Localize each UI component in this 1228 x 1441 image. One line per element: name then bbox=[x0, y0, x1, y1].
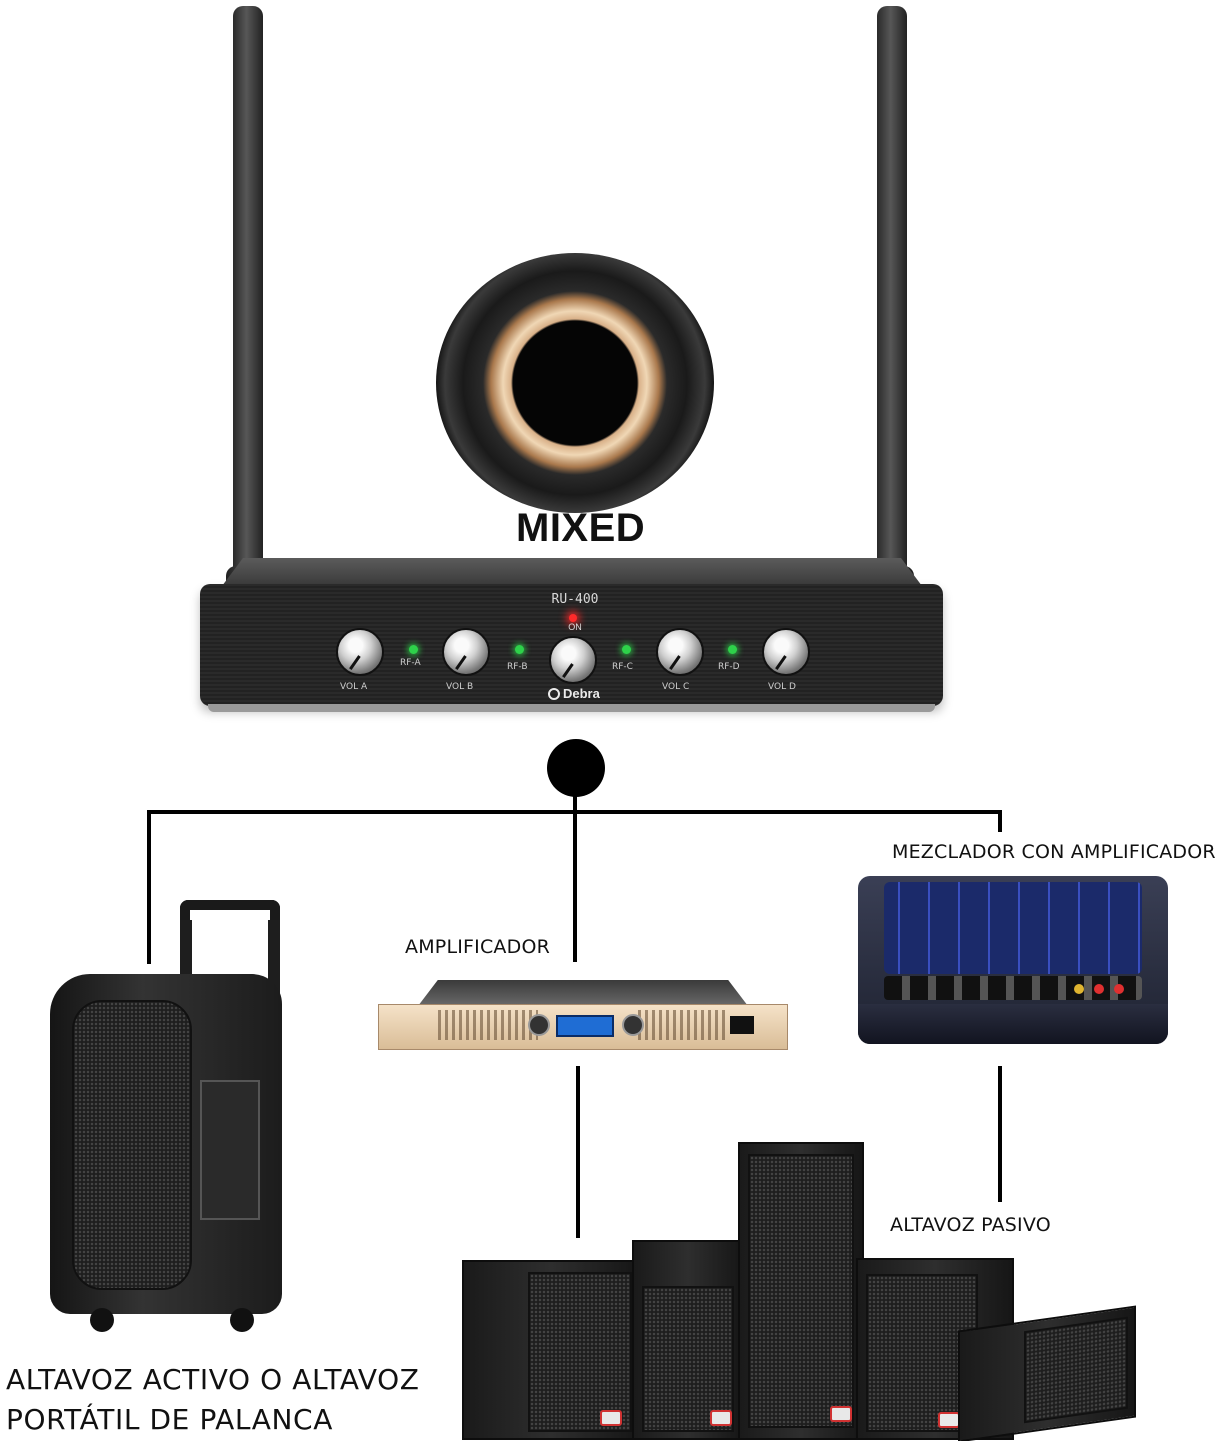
amplifier-vent-right bbox=[638, 1010, 728, 1040]
speaker-badge bbox=[830, 1406, 852, 1422]
rf-label-c: RF-C bbox=[612, 662, 633, 672]
speaker-grille bbox=[1024, 1316, 1128, 1424]
receiver-base bbox=[208, 704, 935, 712]
passive-speaker-label: ALTAVOZ PASIVO bbox=[890, 1214, 1051, 1236]
brand-logo: Debra bbox=[548, 686, 600, 701]
volume-knob-c[interactable] bbox=[656, 628, 704, 676]
mixer-knob-red-2 bbox=[1114, 984, 1124, 994]
line-to-mixer bbox=[998, 810, 1002, 832]
rf-label-a: RF-A bbox=[400, 658, 421, 668]
brand-label: Debra bbox=[563, 686, 600, 701]
portable-control-panel bbox=[200, 1080, 260, 1220]
rf-led-b bbox=[515, 645, 524, 654]
receiver-top bbox=[222, 558, 922, 586]
portable-active-speaker bbox=[50, 900, 290, 1340]
rf-label-b: RF-B bbox=[507, 662, 528, 672]
mixer-with-amplifier bbox=[858, 876, 1168, 1048]
power-led bbox=[569, 614, 577, 622]
antenna-left bbox=[233, 6, 263, 606]
amplifier-switch bbox=[730, 1016, 754, 1034]
amplifier-label: AMPLIFICADOR bbox=[405, 936, 551, 958]
speaker-grille bbox=[748, 1154, 854, 1428]
line-to-amplifier bbox=[573, 810, 577, 962]
volume-knob-a[interactable] bbox=[336, 628, 384, 676]
portable-grille bbox=[72, 1000, 192, 1290]
stage-monitor-speaker bbox=[958, 1305, 1136, 1441]
mixer-channel-panel bbox=[884, 882, 1142, 974]
rf-led-a bbox=[409, 645, 418, 654]
amplifier-unit bbox=[378, 980, 788, 1056]
line-amp-to-speakers bbox=[576, 1066, 580, 1238]
vol-label-c: VOL C bbox=[662, 682, 690, 692]
antenna-right bbox=[877, 6, 907, 606]
mixed-label: MIXED bbox=[516, 506, 646, 550]
vol-label-d: VOL D bbox=[768, 682, 796, 692]
vol-label-b: VOL B bbox=[446, 682, 474, 692]
mixer-knob-red-1 bbox=[1094, 984, 1104, 994]
master-knob[interactable] bbox=[549, 636, 597, 684]
line-mixer-to-speakers bbox=[998, 1066, 1002, 1202]
hub-stem bbox=[573, 790, 577, 814]
volume-knob-d[interactable] bbox=[762, 628, 810, 676]
line-to-portable bbox=[147, 810, 151, 964]
amplifier-vent-left bbox=[438, 1010, 538, 1040]
amplifier-display bbox=[556, 1015, 614, 1037]
amplifier-top bbox=[418, 980, 748, 1006]
speaker-badge bbox=[938, 1412, 960, 1428]
rf-led-d bbox=[728, 645, 737, 654]
active-speaker-label-line2: PORTÁTIL DE PALANCA bbox=[6, 1403, 333, 1436]
passive-speaker-left bbox=[462, 1260, 640, 1440]
amplifier-knob-right bbox=[622, 1014, 644, 1036]
power-label: ON bbox=[568, 622, 582, 632]
rf-led-c bbox=[622, 645, 631, 654]
audio-jack-closeup bbox=[436, 253, 714, 513]
passive-speaker-tall bbox=[738, 1142, 864, 1440]
model-label: RU-400 bbox=[551, 592, 599, 607]
speaker-badge bbox=[710, 1410, 732, 1426]
brand-icon bbox=[548, 688, 560, 700]
mixer-front bbox=[858, 1004, 1168, 1044]
speaker-badge bbox=[600, 1410, 622, 1426]
connection-hub bbox=[547, 739, 605, 797]
portable-wheel-left bbox=[90, 1308, 114, 1332]
trolley-handle bbox=[180, 900, 280, 930]
amplifier-knob-left bbox=[528, 1014, 550, 1036]
passive-speaker-center-left bbox=[632, 1240, 744, 1440]
mixer-knob-yellow bbox=[1074, 984, 1084, 994]
vol-label-a: VOL A bbox=[340, 682, 368, 692]
speaker-grille bbox=[642, 1286, 734, 1432]
portable-wheel-right bbox=[230, 1308, 254, 1332]
wireless-receiver: RU-400 ON RF-A RF-B RF-C RF-D VOL A VOL … bbox=[200, 558, 943, 714]
active-speaker-label-line1: ALTAVOZ ACTIVO O ALTAVOZ bbox=[6, 1363, 420, 1396]
mixer-amp-label: MEZCLADOR CON AMPLIFICADOR bbox=[892, 841, 1216, 863]
rf-label-d: RF-D bbox=[718, 662, 740, 672]
speaker-grille bbox=[528, 1272, 632, 1432]
volume-knob-b[interactable] bbox=[442, 628, 490, 676]
